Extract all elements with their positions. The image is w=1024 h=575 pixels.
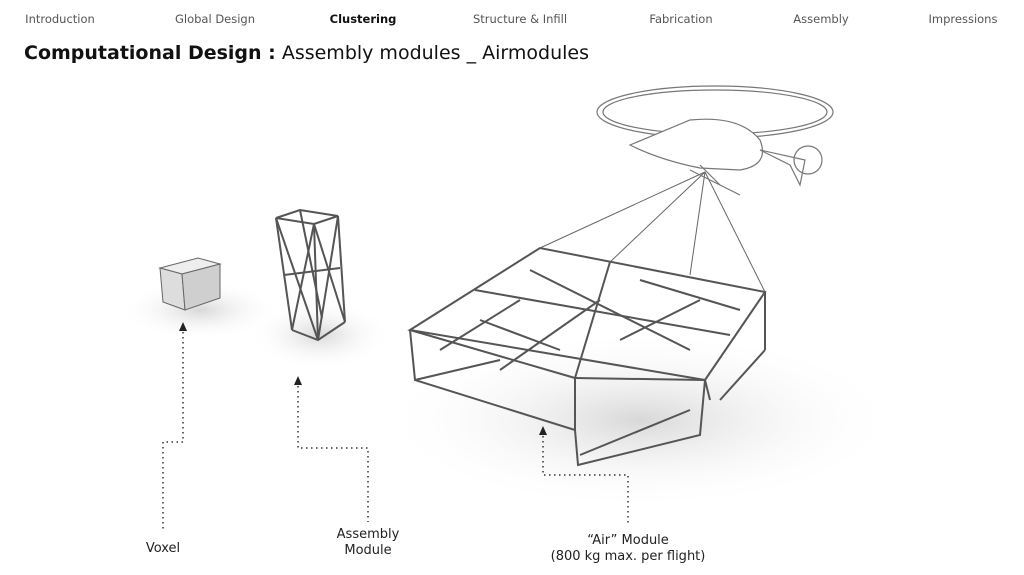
page-title: Computational Design : Assembly modules … bbox=[24, 42, 589, 64]
title-bold: Computational Design : bbox=[24, 42, 276, 64]
assembly-module-label: Assembly Module bbox=[337, 527, 400, 559]
assembly-label-line2: Module bbox=[344, 543, 392, 558]
nav-global-design[interactable]: Global Design bbox=[174, 12, 256, 26]
voxel-cube bbox=[158, 257, 222, 311]
voxel-arrow-icon bbox=[179, 322, 187, 331]
assembly-module-tower bbox=[275, 208, 346, 342]
air-arrow-icon bbox=[539, 426, 547, 435]
nav-clustering[interactable]: Clustering bbox=[329, 12, 397, 26]
helicopter bbox=[596, 85, 834, 196]
nav-introduction[interactable]: Introduction bbox=[25, 12, 95, 26]
nav-structure-infill[interactable]: Structure & Infill bbox=[472, 12, 568, 26]
voxel-leader bbox=[162, 332, 184, 532]
air-module-label: “Air” Module (800 kg max. per flight) bbox=[551, 533, 706, 565]
title-rest: Assembly modules _ Airmodules bbox=[275, 42, 589, 64]
air-label-line1: “Air” Module bbox=[587, 533, 669, 548]
helicopter-cables bbox=[539, 171, 766, 293]
air-label-line2: (800 kg max. per flight) bbox=[550, 549, 706, 564]
assembly-arrow-icon bbox=[294, 376, 302, 385]
assembly-label-line1: Assembly bbox=[336, 527, 400, 542]
voxel-label: Voxel bbox=[145, 541, 181, 556]
nav-impressions[interactable]: Impressions bbox=[928, 12, 998, 26]
nav-assembly[interactable]: Assembly bbox=[793, 12, 849, 26]
nav-fabrication[interactable]: Fabrication bbox=[649, 12, 713, 26]
air-leader bbox=[542, 436, 629, 526]
assembly-leader bbox=[297, 386, 369, 522]
